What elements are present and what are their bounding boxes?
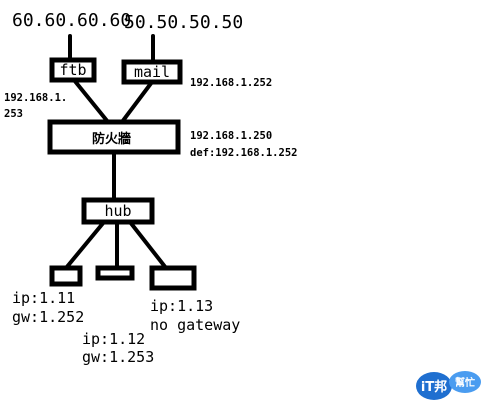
client-3-gateway: no gateway: [150, 316, 240, 334]
mail-server-box: [121, 59, 183, 85]
hub-label: hub: [104, 202, 131, 220]
ftb-ip-label-line2: 253: [4, 108, 23, 120]
ithelp-watermark-logo: iT邦 幫忙: [416, 371, 481, 400]
mail-server-label: mail: [134, 63, 170, 81]
firewall-ip-label: 192.168.1.250: [190, 130, 272, 142]
hub-client3-line: [128, 220, 168, 270]
client-2-gateway: gw:1.253: [82, 348, 154, 366]
firewall-default-gateway-label: def:192.168.1.252: [190, 147, 297, 159]
logo-sub-text: 幫忙: [455, 376, 475, 389]
firewall-box: [47, 119, 181, 155]
internet-ip-left: 60.60.60.60: [12, 10, 131, 31]
hub-client1-line: [64, 220, 106, 270]
ftb-ip-label-line1: 192.168.1.: [4, 92, 67, 104]
hub-box: [81, 197, 155, 225]
ftb-server-box: [49, 57, 97, 83]
client-2-ip: ip:1.12: [82, 330, 145, 348]
ftb-firewall-line: [72, 78, 110, 124]
client-1-gateway: gw:1.252: [12, 308, 84, 326]
logo-bubble-icon: [416, 372, 452, 400]
client-1-ip: ip:1.11: [12, 289, 75, 307]
client-1-box: [49, 265, 83, 287]
client-3-ip: ip:1.13: [150, 297, 213, 315]
firewall-label: 防火牆: [92, 131, 131, 147]
internet-ip-right: 50.50.50.50: [124, 12, 243, 33]
logo-bubble-small-icon: [449, 371, 481, 393]
client-2-box: [95, 265, 135, 281]
client-3-box: [149, 265, 197, 291]
ftb-server-label: ftb: [59, 61, 86, 79]
mail-ip-label: 192.168.1.252: [190, 77, 272, 89]
logo-main-text: iT邦: [421, 379, 447, 395]
mail-firewall-line: [120, 80, 154, 124]
